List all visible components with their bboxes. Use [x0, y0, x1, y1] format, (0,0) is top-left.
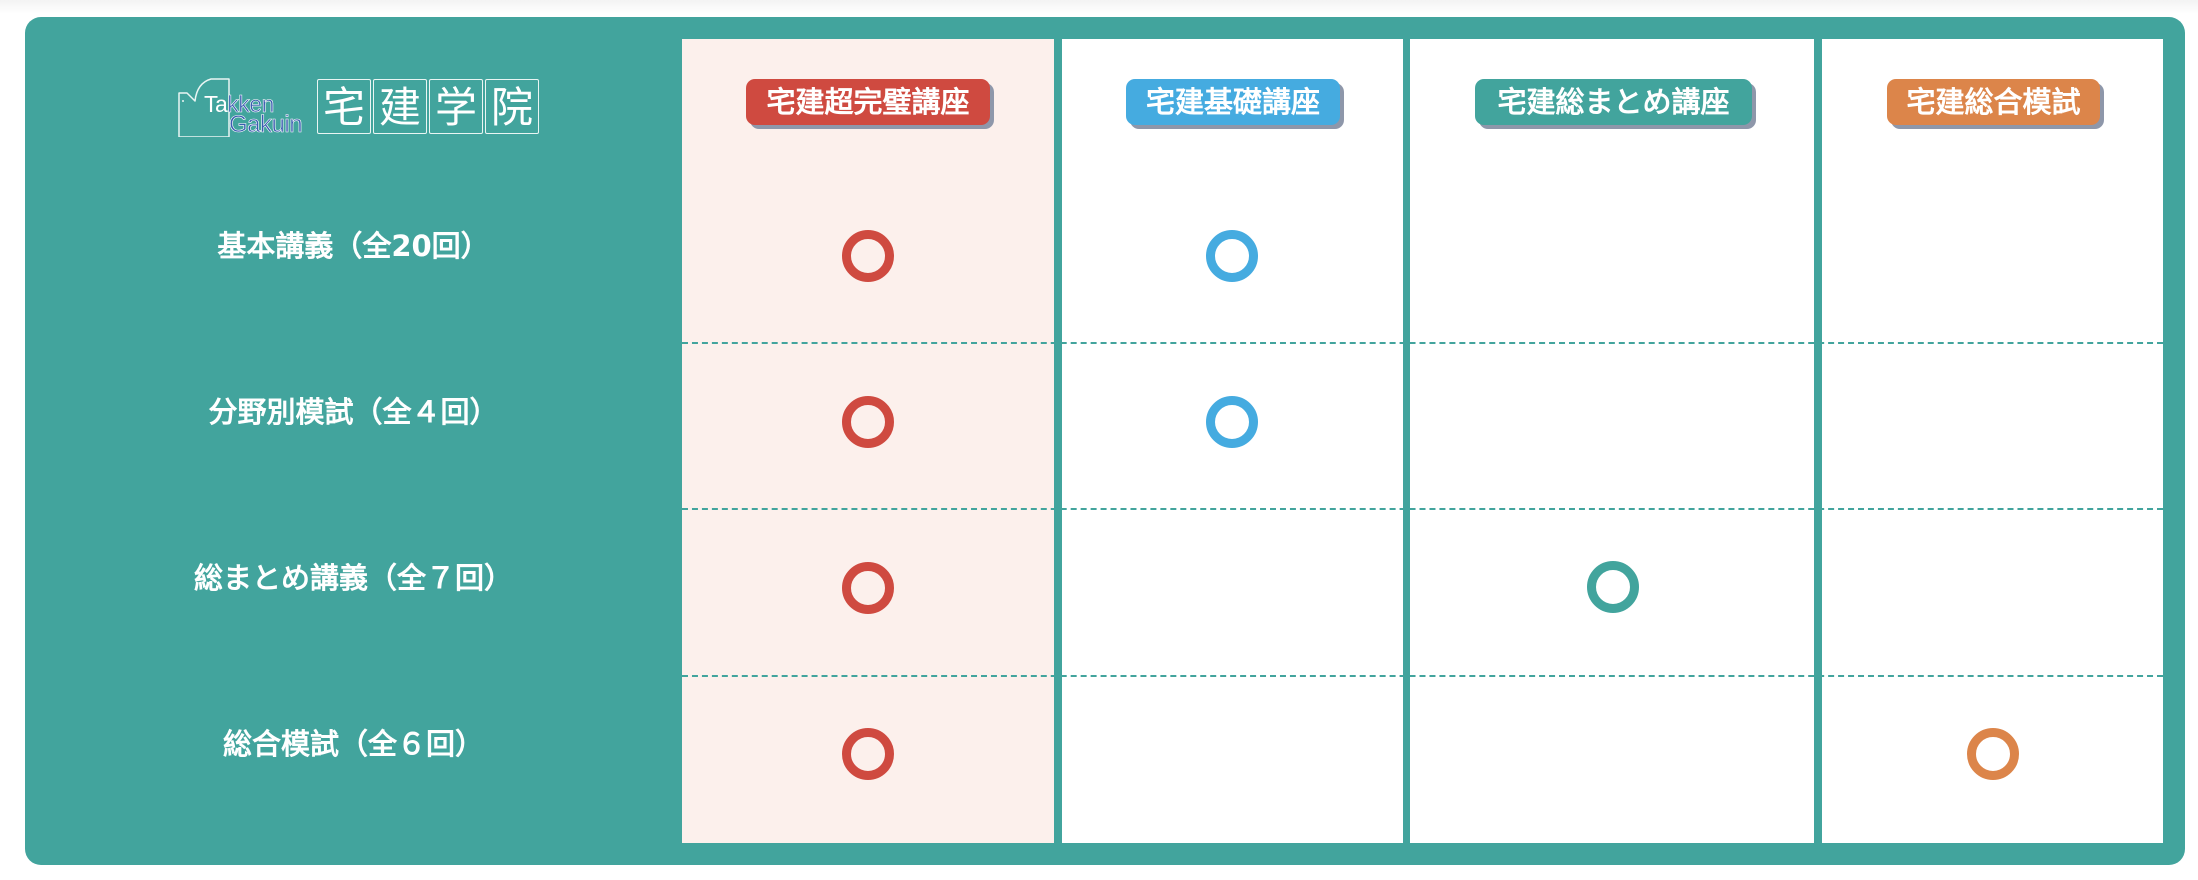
page-background [0, 0, 2198, 14]
logo-kanji-char: 院 [485, 79, 539, 134]
logo-kanji-boxes: 宅 建 学 院 [317, 79, 539, 134]
course-badge-mock-exam[interactable]: 宅建総合模試 [1887, 79, 2100, 125]
column-summary-course [1410, 39, 1814, 843]
row-label-comprehensive-mock-exams: 総合模試（全６回） [222, 727, 484, 761]
logo-kanji-char: 建 [373, 79, 427, 134]
row-divider [682, 508, 2163, 510]
included-circle-icon [842, 230, 894, 282]
logo-takken-text: Takken [204, 91, 275, 117]
row-label-summary-lectures: 総まとめ講義（全７回） [193, 561, 513, 595]
column-divider [1403, 39, 1410, 843]
logo-kanji-char: 学 [429, 79, 483, 134]
included-circle-icon [1206, 230, 1258, 282]
bird-logo-icon [178, 78, 230, 137]
included-circle-icon [842, 396, 894, 448]
column-divider [1054, 39, 1062, 843]
logo-gakuin-text: Gakuin [229, 111, 303, 138]
included-circle-icon [1587, 561, 1639, 613]
column-mock-exam-course [1822, 39, 2163, 843]
included-circle-icon [1967, 728, 2019, 780]
included-circle-icon [842, 562, 894, 614]
course-badge-basic[interactable]: 宅建基礎講座 [1126, 79, 1340, 125]
row-divider [682, 675, 2163, 677]
logo-kanji-char: 宅 [317, 79, 371, 134]
course-badge-super-complete[interactable]: 宅建超完璧講座 [746, 79, 990, 125]
column-divider [1814, 39, 1822, 843]
included-circle-icon [842, 728, 894, 780]
included-circle-icon [1206, 396, 1258, 448]
takken-gakuin-logo[interactable]: Takken Gakuin 宅 建 学 院 [177, 77, 552, 139]
row-label-basic-lectures: 基本講義（全20回） [217, 229, 490, 263]
course-badge-summary[interactable]: 宅建総まとめ講座 [1475, 79, 1752, 125]
row-divider [682, 342, 2163, 344]
row-label-field-mock-exams: 分野別模試（全４回） [208, 395, 499, 429]
